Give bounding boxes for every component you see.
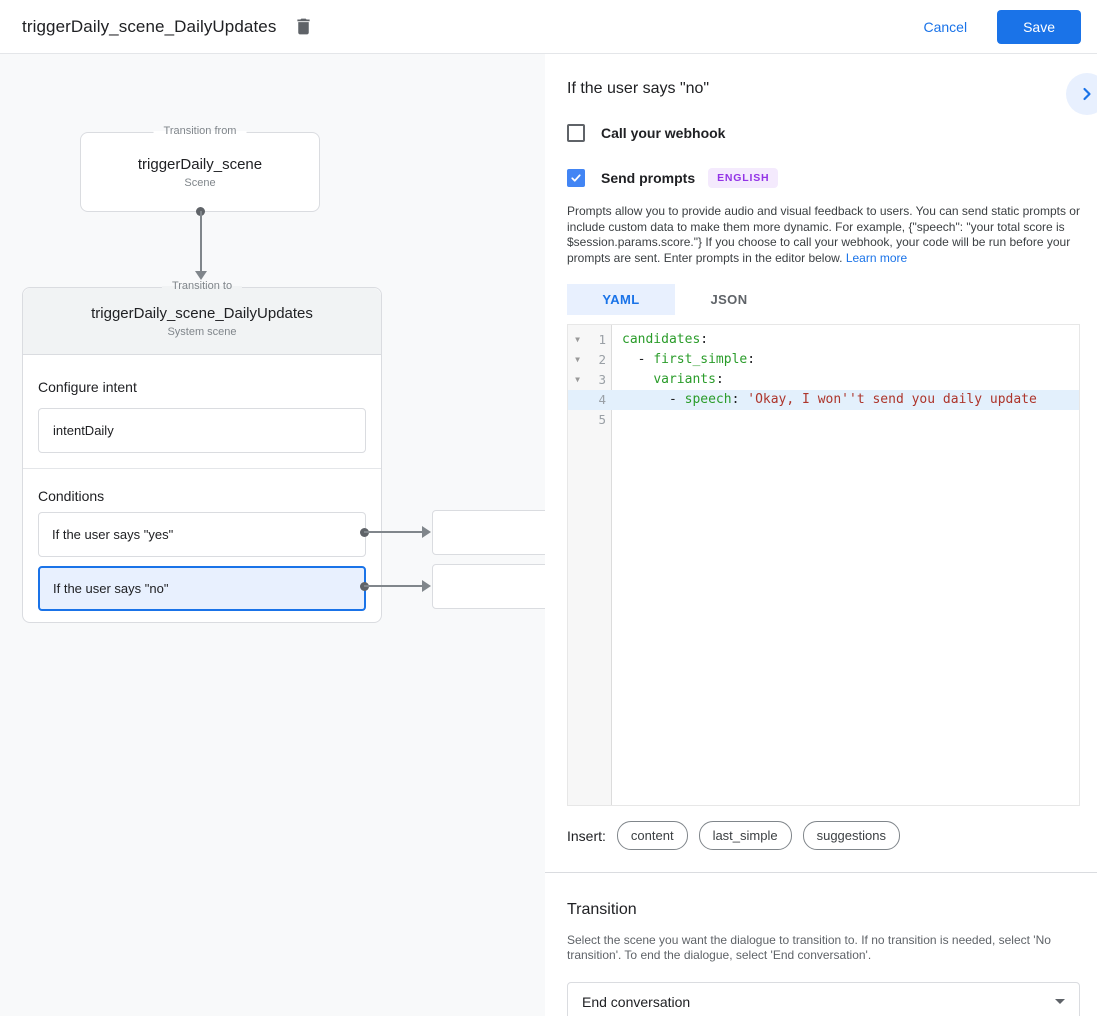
conditions-section: Conditions If the user says "yes" If the…	[23, 469, 381, 626]
insert-label: Insert:	[567, 827, 606, 844]
prompts-description: Prompts allow you to provide audio and v…	[567, 204, 1080, 266]
condition-target-node[interactable]	[432, 510, 545, 555]
line-number: 3	[598, 372, 606, 387]
panel-title: If the user says "no"	[567, 80, 710, 97]
connector-line	[200, 211, 202, 272]
connector-line	[364, 531, 422, 533]
condition-item-yes[interactable]: If the user says "yes"	[38, 512, 366, 557]
code-line-text: variants:	[653, 372, 724, 387]
tab-json[interactable]: JSON	[710, 292, 748, 307]
transition-description: Select the scene you want the dialogue t…	[567, 933, 1051, 962]
send-prompts-checkbox[interactable]	[567, 169, 585, 187]
line-number: 1	[598, 332, 606, 347]
gutter-cell: ▼2	[568, 350, 613, 370]
insert-suggestions-button[interactable]: suggestions	[802, 821, 900, 850]
transition-to-card: Transition to triggerDaily_scene_DailyUp…	[22, 280, 382, 626]
line-number: 2	[598, 352, 606, 367]
gutter-cell: ▼3	[568, 370, 613, 390]
conditions-heading: Conditions	[38, 488, 105, 504]
code-line-text: - speech: 'Okay, I won''t send you daily…	[622, 392, 1037, 407]
call-webhook-label: Call your webhook	[601, 125, 726, 141]
connector-arrowhead-icon	[195, 271, 207, 280]
dropdown-caret-icon	[1055, 999, 1065, 1004]
condition-target-node[interactable]	[432, 564, 545, 609]
from-scene-type: Scene	[184, 176, 216, 189]
configure-intent-heading: Configure intent	[38, 379, 137, 395]
editor-format-tabs: YAML JSON	[567, 284, 1080, 315]
fold-arrow-icon[interactable]: ▼	[575, 335, 580, 344]
configure-intent-section: Configure intent intentDaily	[23, 355, 381, 468]
from-scene-name: triggerDaily_scene	[137, 155, 263, 173]
code-line-text: candidates:	[622, 332, 709, 347]
transition-select-value: End conversation	[582, 993, 691, 1010]
line-number: 5	[598, 412, 606, 427]
code-line[interactable]: 4 - speech: 'Okay, I won''t send you dai…	[568, 390, 1079, 410]
gutter-cell: 4	[568, 390, 613, 410]
app-header: triggerDaily_scene_DailyUpdates Cancel S…	[0, 0, 1097, 54]
insert-row: Insert: content last_simple suggestions	[567, 821, 1080, 850]
card-divider	[23, 468, 381, 469]
code-line[interactable]: ▼2 - first_simple:	[568, 350, 1079, 370]
transition-from-label: Transition from	[153, 125, 247, 137]
connector-arrowhead-icon	[422, 580, 431, 592]
code-line[interactable]: 5	[568, 410, 1079, 430]
code-line-text: - first_simple:	[622, 352, 756, 367]
insert-content-button[interactable]: content	[616, 821, 688, 850]
prompts-description-text: Prompts allow you to provide audio and v…	[567, 204, 1080, 265]
connector-line	[364, 585, 422, 587]
gutter-cell: ▼1	[568, 330, 613, 350]
section-divider	[545, 872, 1097, 873]
tab-yaml[interactable]: YAML	[567, 284, 675, 315]
transition-to-label: Transition to	[161, 280, 243, 292]
checkmark-icon	[571, 174, 581, 182]
scene-flow-canvas: Transition from triggerDaily_scene Scene…	[0, 54, 545, 1016]
gutter-cell: 5	[568, 410, 613, 430]
call-webhook-checkbox[interactable]	[567, 124, 585, 142]
trash-icon	[297, 18, 311, 35]
insert-last-simple-button[interactable]: last_simple	[698, 821, 792, 850]
fold-arrow-icon[interactable]: ▼	[575, 375, 580, 384]
condition-item-no[interactable]: If the user says "no"	[38, 566, 366, 611]
code-line[interactable]: ▼3 variants:	[568, 370, 1079, 390]
chevron-right-icon	[1083, 87, 1091, 101]
code-line-text	[613, 410, 622, 430]
save-button[interactable]: Save	[997, 9, 1081, 44]
cancel-button[interactable]: Cancel	[923, 18, 968, 35]
to-scene-type: System scene	[167, 325, 237, 338]
condition-detail-panel: If the user says "no" Call your webhook …	[545, 54, 1097, 1016]
transition-heading: Transition	[567, 901, 637, 918]
learn-more-link[interactable]: Learn more	[845, 250, 908, 265]
to-scene-name: triggerDaily_scene_DailyUpdates	[91, 304, 313, 322]
send-prompts-label: Send prompts	[601, 170, 696, 186]
send-prompts-row: Send prompts ENGLISH	[567, 168, 1080, 188]
language-badge: ENGLISH	[708, 168, 779, 188]
delete-scene-button[interactable]	[293, 16, 314, 37]
transition-from-node[interactable]: Transition from triggerDaily_scene Scene	[80, 125, 320, 212]
transition-select[interactable]: End conversation	[567, 982, 1080, 1016]
connector-arrowhead-icon	[422, 526, 431, 538]
page-title: triggerDaily_scene_DailyUpdates	[22, 16, 277, 36]
collapse-panel-button[interactable]	[1066, 73, 1097, 115]
to-scene-header[interactable]: triggerDaily_scene_DailyUpdates System s…	[23, 288, 381, 355]
intent-item[interactable]: intentDaily	[38, 408, 366, 453]
line-number: 4	[598, 392, 606, 407]
webhook-row: Call your webhook	[567, 124, 1080, 142]
fold-arrow-icon[interactable]: ▼	[575, 355, 580, 364]
